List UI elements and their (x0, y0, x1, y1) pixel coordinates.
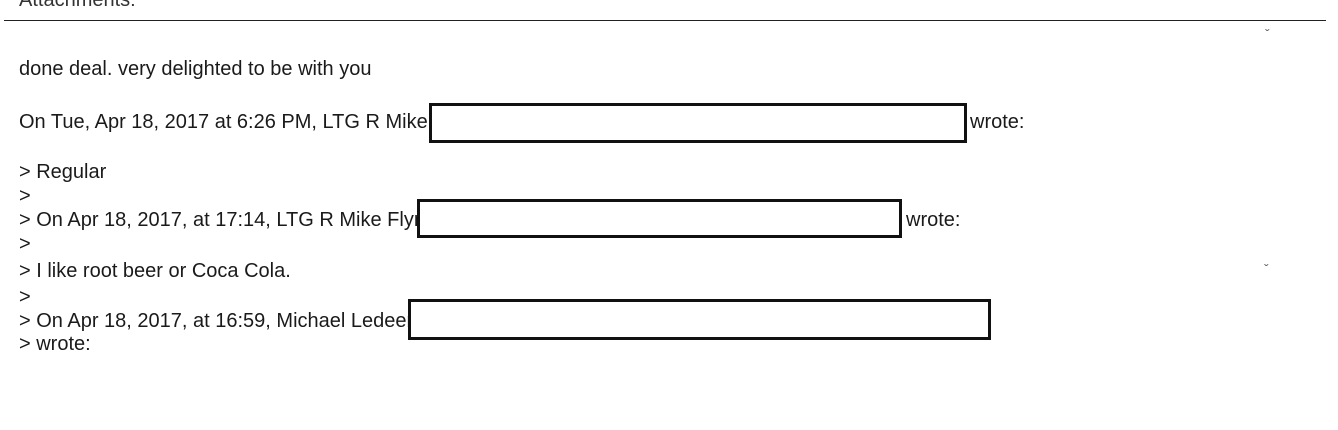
quoted-line-root-beer: > I like root beer or Coca Cola. (19, 260, 291, 282)
speck-mark-2: ˇ (1264, 261, 1269, 277)
attribution-line-1-suffix: wrote: (970, 111, 1025, 133)
attachments-label: Attachments: (19, 0, 136, 11)
quoted-line-blank-3: > (19, 286, 31, 308)
redaction-box-1 (429, 103, 967, 143)
reply-text: done deal. very delighted to be with you (19, 58, 372, 80)
header-divider (4, 20, 1326, 21)
redaction-box-2 (417, 199, 902, 238)
quoted-line-regular: > Regular (19, 161, 107, 183)
quoted-line-blank-1: > (19, 185, 31, 207)
redaction-box-3 (408, 299, 991, 340)
quoted-line-blank-2: > (19, 233, 31, 255)
quoted-attribution-2: > On Apr 18, 2017, at 17:14, LTG R Mike … (19, 209, 437, 231)
quoted-attribution-3: > On Apr 18, 2017, at 16:59, Michael Led… (19, 310, 418, 332)
quoted-attribution-2-suffix: wrote: (906, 209, 961, 231)
speck-mark: ˇ (1265, 26, 1270, 42)
attribution-line-1: On Tue, Apr 18, 2017 at 6:26 PM, LTG R M… (19, 111, 483, 133)
quoted-line-wrote: > wrote: (19, 333, 91, 355)
